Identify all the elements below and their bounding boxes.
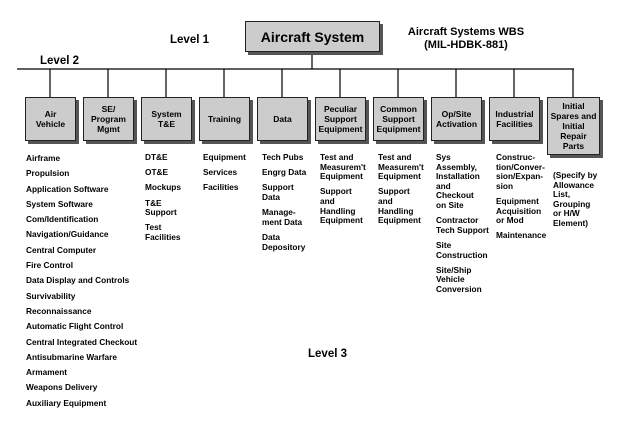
list-item: Tech Pubs <box>262 152 304 162</box>
list-item: Support Data <box>262 182 294 202</box>
wbs-element-box-7: Common Support Equipment <box>373 97 424 141</box>
list-item: Antisubmarine Warfare <box>26 351 117 362</box>
level-2-label: Level 2 <box>40 55 79 67</box>
list-item: Test and Measurem't Equipment <box>320 152 366 182</box>
list-item: Central Computer <box>26 244 97 255</box>
level-3-list-10: (Specify by Allowance List, Grouping or … <box>553 170 598 234</box>
wbs-element-box-9: Industrial Facilities <box>489 97 540 141</box>
wbs-element-box-3: System T&E <box>141 97 192 141</box>
list-item: Data Display and Controls <box>26 275 130 286</box>
list-item: Airframe <box>26 153 61 163</box>
list-item: Construc- tion/Conver- sion/Expan- sion <box>496 152 545 191</box>
list-item: Support and Handling Equipment <box>320 186 363 226</box>
list-item: Automatic Flight Control <box>26 321 124 332</box>
list-item: Propulsion <box>26 168 70 179</box>
list-item: Auxiliary Equipment <box>26 397 107 408</box>
list-item: Site Construction <box>436 239 488 260</box>
list-item: Site/Ship Vehicle Conversion <box>436 264 482 294</box>
list-item: Equipment Acquisition or Mod <box>496 195 542 226</box>
level-3-label: Level 3 <box>308 348 347 360</box>
wbs-element-box-1: Air Vehicle <box>25 97 76 141</box>
level-3-list-8: Sys Assembly, Installation and Checkout … <box>436 152 489 300</box>
list-item: System Software <box>26 198 93 209</box>
list-item: (Specify by Allowance List, Grouping or … <box>553 170 598 228</box>
list-item: Equipment <box>203 152 246 162</box>
list-item: Fire Control <box>26 260 74 271</box>
list-item: Weapons Delivery <box>26 382 98 393</box>
list-item: Engrg Data <box>262 167 307 178</box>
list-item: Facilities <box>203 182 239 193</box>
list-item: Armament <box>26 367 68 378</box>
list-item: Mockups <box>145 182 181 193</box>
list-item: Com/Identification <box>26 214 99 225</box>
list-item: T&E Support <box>145 197 177 218</box>
list-item: DT&E <box>145 152 168 162</box>
wbs-title-line-1: Aircraft Systems WBS <box>407 26 525 38</box>
list-item: Navigation/Guidance <box>26 229 109 240</box>
list-item: Test Facilities <box>145 222 181 242</box>
list-item: Manage- ment Data <box>262 207 303 227</box>
list-item: Sys Assembly, Installation and Checkout … <box>436 152 480 210</box>
wbs-title-line-2: (MIL-HDBK-881) <box>424 39 508 51</box>
wbs-element-box-4: Training <box>199 97 250 141</box>
list-item: Central Integrated Checkout <box>26 336 138 347</box>
list-item: Reconnaissance <box>26 305 92 316</box>
root-node: Aircraft System <box>245 21 380 52</box>
list-item: Data Depository <box>262 231 306 252</box>
list-item: OT&E <box>145 167 169 178</box>
list-item: Support and Handling Equipment <box>378 186 421 226</box>
list-item: Contractor Tech Support <box>436 215 489 235</box>
list-item: Maintenance <box>496 230 547 241</box>
list-item: Survivability <box>26 290 76 301</box>
wbs-element-box-10: Initial Spares and Initial Repair Parts <box>547 97 600 155</box>
list-item: Test and Measurem't Equipment <box>378 152 424 182</box>
wbs-element-box-5: Data <box>257 97 308 141</box>
list-item: Application Software <box>26 183 109 194</box>
level-1-label: Level 1 <box>170 34 209 46</box>
wbs-title: Aircraft Systems WBS (MIL-HDBK-881) <box>405 26 527 52</box>
wbs-element-box-8: Op/Site Activation <box>431 97 482 141</box>
list-item: Services <box>203 167 238 178</box>
wbs-element-box-6: Peculiar Support Equipment <box>315 97 366 141</box>
wbs-element-box-2: SE/ Program Mgmt <box>83 97 134 141</box>
